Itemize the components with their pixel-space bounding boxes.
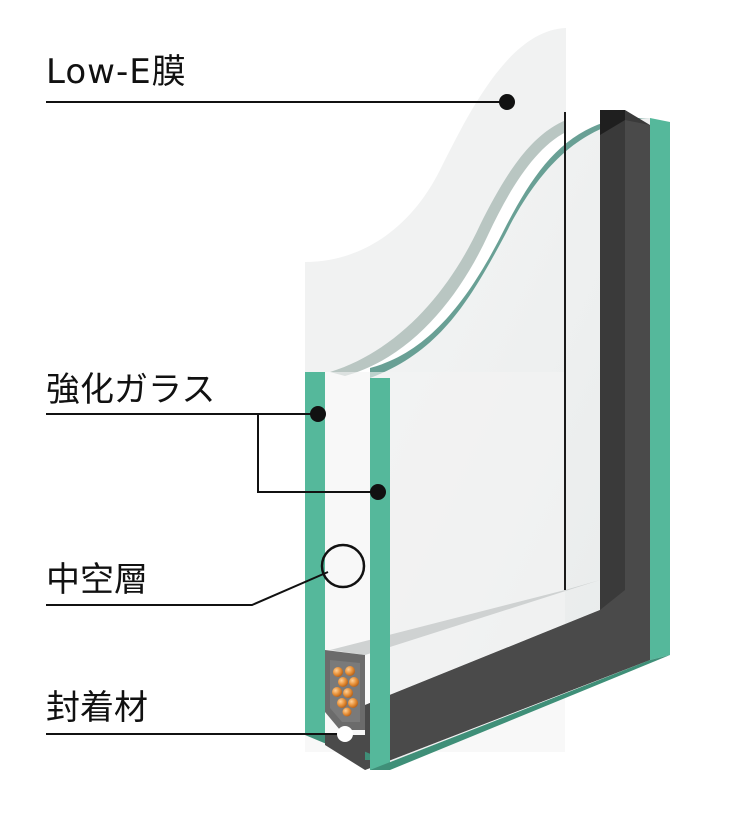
front-glass-curl-edge	[330, 120, 566, 376]
outer-glass-edge	[650, 118, 670, 660]
low-e-marker-dot	[499, 94, 515, 110]
sealant-marker-dot	[337, 726, 353, 742]
desiccant-beads	[332, 666, 359, 717]
glass-marker-dot-back	[370, 484, 386, 500]
label-hollow-layer: 中空層	[46, 560, 148, 600]
leader-lines	[46, 101, 505, 735]
front-glass-pane	[305, 28, 566, 372]
glass-marker-dot-front	[310, 406, 326, 422]
hollow-layer-marker-ring	[320, 543, 366, 589]
leader-hollow	[46, 571, 329, 606]
back-glass-edge	[370, 378, 390, 770]
label-tempered-glass: 強化ガラス	[46, 370, 216, 410]
label-sealant: 封着材	[46, 688, 148, 728]
leader-glass-branch	[257, 414, 378, 493]
label-low-e-film: Low-E膜	[46, 52, 187, 92]
front-glass-edge	[305, 372, 325, 735]
